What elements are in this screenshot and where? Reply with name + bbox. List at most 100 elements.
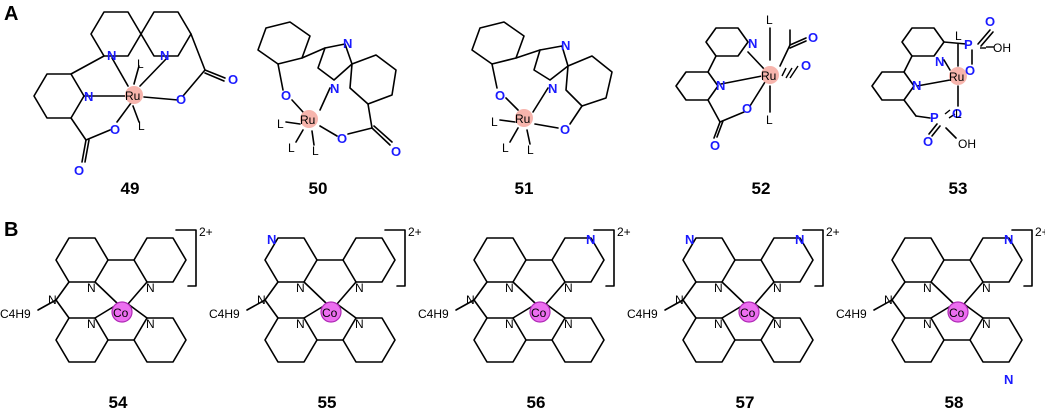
atom-label-n: N: [84, 89, 93, 104]
atom-label-ru: Ru: [761, 69, 776, 83]
atom-label-n: N: [923, 281, 932, 295]
atom-label-o: O: [808, 30, 818, 45]
atom-label-butyl: C4H9: [836, 307, 867, 321]
atom-label-o: O: [923, 134, 933, 149]
atom-label-n: N: [795, 232, 804, 247]
atom-label-o: O: [495, 88, 505, 103]
atom-label-charge: 2+: [826, 225, 840, 239]
compound-number-53: 53: [949, 179, 968, 198]
atom-label-n: N: [982, 317, 991, 331]
atom-label-n: N: [296, 317, 305, 331]
atom-label-ru: Ru: [515, 112, 530, 126]
atom-label-n: N: [714, 317, 723, 331]
compound-number-49: 49: [121, 179, 140, 198]
atom-label-n: N: [296, 281, 305, 295]
atom-label-o: O: [742, 101, 752, 116]
atom-label-n: N: [1004, 372, 1013, 387]
atom-label-n: N: [1004, 232, 1013, 247]
atom-label-n: N: [923, 317, 932, 331]
atom-label-l: L: [138, 119, 145, 133]
atom-label-l: L: [288, 141, 295, 155]
atom-label-o: O: [337, 131, 347, 146]
atom-label-n: N: [330, 81, 339, 96]
atom-label-n: N: [257, 293, 266, 307]
compound-53-structure: Ru N N O O O O L L OH OH P P: [871, 14, 1011, 151]
atom-label-butyl: C4H9: [0, 307, 31, 321]
atom-label-charge: 2+: [199, 225, 213, 239]
atom-label-co: Co: [322, 306, 338, 320]
atom-label-l: L: [312, 144, 319, 158]
atom-label-l: L: [527, 143, 534, 157]
atom-label-l: L: [137, 57, 144, 71]
compound-number-51: 51: [515, 179, 534, 198]
atom-label-butyl: C4H9: [418, 307, 449, 321]
atom-label-butyl: C4H9: [627, 307, 658, 321]
atom-label-n: N: [773, 317, 782, 331]
atom-label-ru: Ru: [949, 70, 964, 84]
atom-label-p: P: [964, 37, 973, 52]
atom-label-oh: OH: [993, 41, 1011, 55]
atom-label-n: N: [146, 281, 155, 295]
atom-label-o: O: [391, 144, 401, 159]
atom-label-n: N: [773, 281, 782, 295]
atom-label-n: N: [343, 36, 352, 51]
atom-label-o: O: [74, 163, 84, 178]
atom-label-n: N: [982, 281, 991, 295]
atom-label-o: O: [952, 106, 962, 121]
atom-label-n: N: [87, 317, 96, 331]
compound-57-structure: Co N N N N N N N C4H9 2+: [627, 225, 840, 363]
panel-label-b: B: [4, 219, 18, 241]
atom-label-l: L: [766, 113, 773, 127]
compound-number-56: 56: [527, 393, 546, 412]
compound-51-structure: Ru N N O O L L L: [471, 21, 613, 157]
atom-label-n: N: [675, 293, 684, 307]
compound-number-52: 52: [752, 179, 771, 198]
atom-label-n: N: [564, 281, 573, 295]
atom-label-n: N: [884, 293, 893, 307]
atom-label-n: N: [466, 293, 475, 307]
atom-label-charge: 2+: [1035, 225, 1045, 239]
atom-label-o: O: [110, 122, 120, 137]
compound-54-structure: Co N N N N N C4H9 2+: [0, 225, 213, 363]
compound-56-structure: Co N N N N N N C4H9 2+: [418, 225, 631, 363]
atom-label-ru: Ru: [125, 89, 140, 103]
atom-label-co: Co: [740, 306, 756, 320]
atom-label-co: Co: [531, 306, 547, 320]
atom-label-n: N: [48, 293, 57, 307]
atom-label-n: N: [107, 48, 116, 63]
atom-label-charge: 2+: [408, 225, 422, 239]
atom-label-n: N: [748, 36, 757, 51]
atom-label-n: N: [355, 281, 364, 295]
atom-label-n: N: [586, 232, 595, 247]
compound-55-structure: Co N N N N N N C4H9 2+: [209, 225, 422, 363]
atom-label-l: L: [277, 117, 284, 131]
atom-label-n: N: [548, 81, 557, 96]
atom-label-n: N: [146, 317, 155, 331]
atom-label-o: O: [710, 138, 720, 153]
atom-label-n: N: [685, 232, 694, 247]
atom-label-n: N: [716, 78, 725, 93]
atom-label-o: O: [281, 88, 291, 103]
atom-label-o: O: [176, 92, 186, 107]
compound-50-structure: Ru N N O O O L L L: [257, 21, 401, 159]
compound-number-55: 55: [318, 393, 337, 412]
atom-label-l: L: [955, 29, 962, 43]
atom-label-o: O: [560, 122, 570, 137]
atom-label-o: O: [985, 14, 995, 29]
atom-label-l: L: [955, 107, 962, 121]
atom-label-o: O: [801, 58, 811, 73]
compound-number-50: 50: [309, 179, 328, 198]
atom-label-o: O: [965, 63, 975, 78]
atom-label-n: N: [561, 38, 570, 53]
atom-label-n: N: [87, 281, 96, 295]
atom-label-n: N: [564, 317, 573, 331]
atom-label-n: N: [355, 317, 364, 331]
atom-label-n: N: [505, 281, 514, 295]
compound-number-54: 54: [109, 393, 128, 412]
atom-label-butyl: C4H9: [209, 307, 240, 321]
atom-label-oh: OH: [958, 137, 976, 151]
atom-label-charge: 2+: [617, 225, 631, 239]
atom-label-l: L: [491, 115, 498, 129]
atom-label-n: N: [912, 78, 921, 93]
